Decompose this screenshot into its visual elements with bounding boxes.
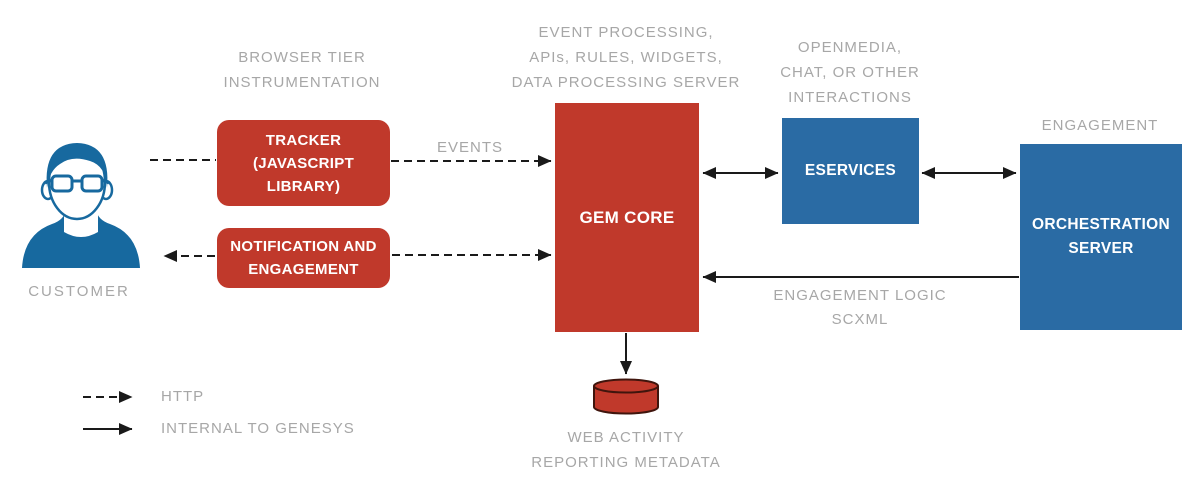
node-tracker: TRACKER (JAVASCRIPT LIBRARY) bbox=[217, 120, 390, 206]
engagement-label: ENGAGEMENT bbox=[1041, 117, 1159, 134]
legend-http-arrow-icon bbox=[83, 390, 133, 403]
openmedia-label: OPENMEDIA, CHAT, OR OTHER INTERACTIONS bbox=[780, 39, 920, 106]
legend: HTTP INTERNAL TO GENESYS bbox=[82, 384, 355, 448]
events-label: EVENTS bbox=[436, 139, 504, 156]
browser-tier-label: BROWSER TIER INSTRUMENTATION bbox=[223, 49, 381, 91]
node-orchestration-server: ORCHESTRATION SERVER bbox=[1020, 144, 1182, 330]
customer-label: CUSTOMER bbox=[28, 283, 130, 300]
legend-row-http: HTTP bbox=[82, 384, 355, 409]
engagement-logic-label: ENGAGEMENT LOGIC SCXML bbox=[773, 287, 947, 328]
legend-row-internal: INTERNAL TO GENESYS bbox=[82, 416, 355, 441]
reporting-metadata-label: WEB ACTIVITY REPORTING METADATA bbox=[531, 429, 721, 471]
event-processing-label: EVENT PROCESSING, APIs, RULES, WIDGETS, … bbox=[511, 24, 741, 91]
database-cylinder-icon bbox=[593, 378, 659, 415]
node-eservices: ESERVICES bbox=[782, 118, 919, 224]
node-gem-core: GEM CORE bbox=[555, 103, 699, 332]
legend-http-label: HTTP bbox=[161, 388, 205, 405]
legend-internal-arrow-icon bbox=[83, 422, 133, 435]
node-notification: NOTIFICATION AND ENGAGEMENT bbox=[217, 228, 390, 288]
legend-internal-label: INTERNAL TO GENESYS bbox=[161, 420, 355, 437]
person-icon bbox=[22, 143, 140, 268]
